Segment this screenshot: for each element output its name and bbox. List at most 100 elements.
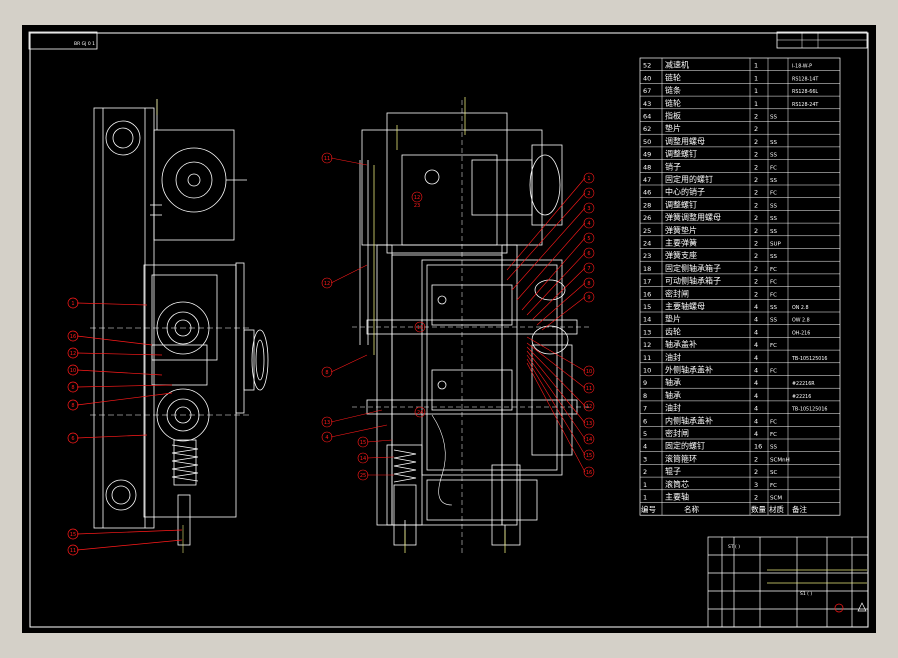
- callout-number: 16: [586, 470, 592, 476]
- left-view-dashes: [90, 327, 252, 416]
- bom-cell-name: 弹簧调整用螺母: [665, 212, 721, 222]
- bom-cell-no: 52: [643, 62, 651, 70]
- bom-cell-no: 18: [643, 265, 651, 273]
- callout-number: 6: [587, 251, 590, 257]
- drawing-sheet: BR GJ 0 1: [22, 25, 876, 633]
- bom-cell-no: 40: [643, 74, 651, 82]
- bom-header-note: 备注: [792, 504, 807, 514]
- bom-cell-no: 9: [643, 379, 647, 387]
- corner-label-box: [28, 31, 98, 50]
- bom-cell-material: SS: [770, 318, 777, 324]
- bom-cell-no: 13: [643, 328, 651, 336]
- callout-number: 2: [587, 191, 590, 197]
- front-callouts-left: [321, 152, 426, 481]
- bom-cell-material: SCM: [770, 496, 782, 502]
- bom-cell-qty: 4: [754, 341, 758, 349]
- title-block: [707, 536, 869, 628]
- bom-cell-no: 24: [643, 240, 651, 248]
- bom-cell-qty: 4: [754, 354, 758, 362]
- bom-cell-qty: 2: [754, 201, 758, 209]
- bom-cell-note: TB-105125016: [791, 407, 827, 413]
- bom-cell-note: #22216: [792, 394, 811, 400]
- bom-cell-no: 2: [643, 468, 647, 476]
- bom-cell-material: SS: [770, 254, 777, 260]
- bom-cell-qty: 4: [754, 405, 758, 413]
- callout-number: 1: [587, 176, 590, 182]
- left-side-view: [93, 99, 269, 546]
- callout-number: 3: [587, 206, 590, 212]
- bom-cell-no: 48: [643, 163, 651, 171]
- callout-numbers: 1161210886151112131112813415142524231234…: [70, 156, 592, 554]
- callout-number: 14: [586, 437, 592, 443]
- bom-cell-no: 62: [643, 125, 651, 133]
- bom-cell-note: OW 2.8: [792, 318, 810, 324]
- bom-cell-note: ON 2.8: [792, 305, 809, 311]
- bom-cell-material: FC: [770, 267, 777, 273]
- callout-number: 10: [586, 369, 592, 375]
- bom-cell-no: 17: [643, 278, 651, 286]
- bom-cell-material: FC: [770, 165, 777, 171]
- bom-cell-name: 主要轴螺母: [665, 301, 705, 311]
- callout-number: 12: [586, 404, 592, 410]
- title-block-code-1: ST ( ): [728, 544, 740, 550]
- bom-cell-material: SS: [770, 140, 777, 146]
- bom-cell-qty: 2: [754, 455, 758, 463]
- title-block-code-2: S1 ( ): [800, 591, 812, 597]
- drawing-border: [29, 32, 869, 628]
- bom-cell-no: 3: [643, 455, 647, 463]
- bom-cell-no: 28: [643, 201, 651, 209]
- bom-cell-qty: 2: [754, 227, 758, 235]
- bom-cell-no: 49: [643, 151, 651, 159]
- bom-cell-material: FC: [770, 483, 777, 489]
- bom-cell-name: 油封: [665, 352, 681, 362]
- bom-cell-no: 46: [643, 189, 651, 197]
- bom-cell-name: 调整螺钉: [665, 199, 697, 209]
- bom-cell-name: 主要轴: [665, 492, 689, 502]
- bom-cell-material: FC: [770, 343, 777, 349]
- callout-number: 16: [70, 334, 76, 340]
- bom-cell-no: 1: [643, 481, 647, 489]
- bom-cell-qty: 2: [754, 265, 758, 273]
- bom-cell-qty: 2: [754, 468, 758, 476]
- callout-number: 8: [325, 370, 328, 376]
- bom-cell-name: 齿轮: [665, 326, 681, 336]
- bom-cell-no: 12: [643, 341, 651, 349]
- callout-number: 11: [70, 548, 76, 554]
- bom-cell-name: 密封闸: [665, 288, 689, 298]
- callout-number: 13: [417, 325, 423, 331]
- bom-cell-name: 调整螺钉: [665, 149, 697, 159]
- front-view: [359, 112, 578, 546]
- bom-cell-material: SS: [770, 229, 777, 235]
- bom-cell-name: 垫片: [665, 123, 681, 133]
- bom-cell-name: 弹簧支座: [665, 250, 697, 260]
- corner-code-label: BR GJ 0 1: [74, 41, 95, 47]
- bom-cell-no: 7: [643, 405, 647, 413]
- bom-cell-name: 滚筒芯: [665, 479, 689, 489]
- bom-cell-qty: 1: [754, 62, 758, 70]
- bom-cell-qty: 4: [754, 379, 758, 387]
- bom-cell-no: 25: [643, 227, 651, 235]
- bom-cell-qty: 16: [754, 443, 762, 451]
- bom-cell-no: 43: [643, 100, 651, 108]
- bom-cell-qty: 4: [754, 392, 758, 400]
- bom-cell-note: OH-216: [792, 330, 810, 336]
- bom-cell-name: 主要弹簧: [665, 238, 697, 248]
- bom-cell-qty: 2: [754, 240, 758, 248]
- callout-number: 12: [70, 351, 76, 357]
- bom-cell-no: 16: [643, 290, 651, 298]
- bom-cell-material: FC: [770, 419, 777, 425]
- bom-cell-name: 固定用的螺钉: [665, 174, 713, 184]
- bom-cell-no: 11: [643, 354, 651, 362]
- callout-number: 12: [414, 195, 420, 201]
- bom-cell-material: FC: [770, 191, 777, 197]
- bom-cell-qty: 4: [754, 417, 758, 425]
- bom-cell-name: 滚筒箍环: [665, 453, 697, 463]
- bom-cell-material: FC: [770, 292, 777, 298]
- bom-cell-note: I-18-W-P: [792, 64, 812, 70]
- left-view-yellow-bolts: [156, 99, 184, 553]
- top-title-strip: [776, 31, 868, 49]
- bom-cell-name: 垫片: [665, 314, 681, 324]
- callout-number: 8: [71, 403, 74, 409]
- bom-cell-qty: 2: [754, 494, 758, 502]
